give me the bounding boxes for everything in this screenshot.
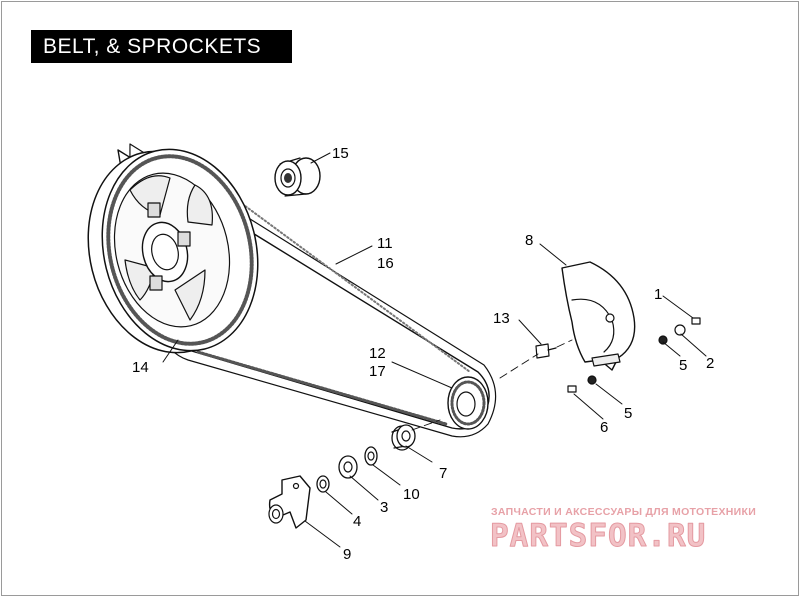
washer-10 (364, 446, 378, 466)
callout-9: 9 (343, 546, 351, 563)
callout-17: 17 (369, 363, 386, 380)
callout-14: 14 (132, 359, 149, 376)
callout-5a: 5 (679, 357, 687, 374)
bearing (274, 157, 321, 197)
watermark: ЗАПЧАСТИ И АКСЕССУАРЫ ДЛЯ МОТОТЕХНИКИ PA… (490, 506, 756, 555)
washer-4 (316, 475, 330, 493)
callout-2: 2 (706, 355, 714, 372)
callout-5b: 5 (624, 405, 632, 422)
front-sprocket (447, 376, 489, 430)
callout-16: 16 (377, 255, 394, 272)
callout-13: 13 (493, 310, 510, 327)
callout-12: 12 (369, 345, 386, 362)
callout-4: 4 (353, 513, 361, 530)
callout-7: 7 (439, 465, 447, 482)
bushing-3 (338, 455, 358, 479)
bolt-13 (535, 343, 557, 359)
callout-11: 11 (377, 235, 393, 252)
watermark-caption: ЗАПЧАСТИ И АКСЕССУАРЫ ДЛЯ МОТОТЕХНИКИ (491, 506, 756, 518)
callout-labels: 15 11 16 8 1 13 5 2 14 12 17 5 6 7 10 3 … (132, 145, 714, 563)
assembly-axis (411, 339, 573, 431)
callout-15: 15 (332, 145, 349, 162)
callout-6: 6 (600, 419, 608, 436)
rear-sprocket (87, 148, 259, 354)
hardware-6-5 (567, 375, 597, 393)
callout-3: 3 (380, 499, 388, 516)
callout-10: 10 (403, 486, 420, 503)
spacer-7 (391, 424, 416, 451)
diagram-title: BELT, & SPROCKETS (31, 30, 292, 63)
leader-lines (162, 152, 707, 548)
hardware-1-2-5 (658, 317, 701, 345)
watermark-logo: PARTSFOR.RU (490, 518, 706, 554)
sprocket-cover (561, 261, 636, 371)
callout-8: 8 (525, 232, 533, 249)
bracket-9 (268, 475, 311, 529)
callout-1: 1 (654, 286, 662, 303)
